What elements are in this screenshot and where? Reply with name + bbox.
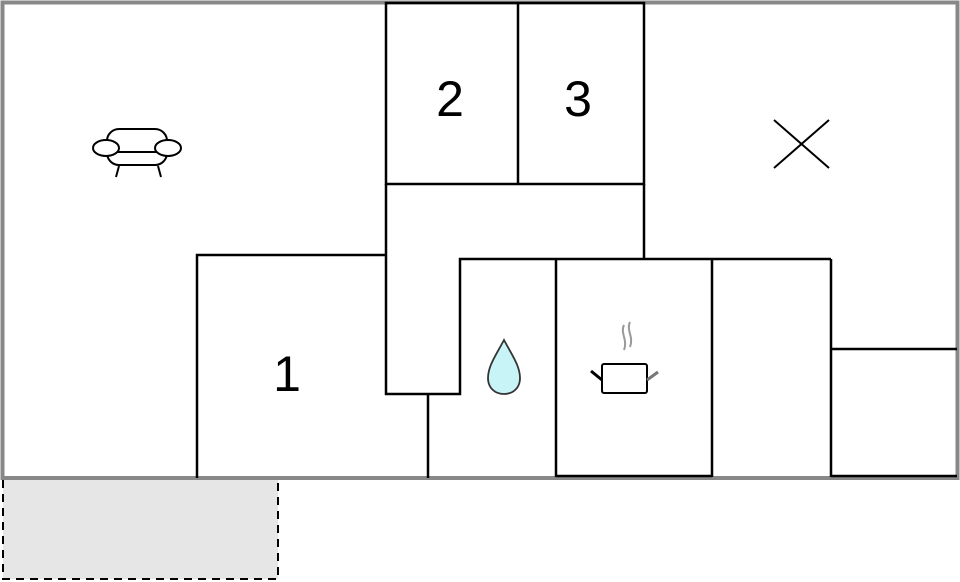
room-1-label: 1 — [273, 346, 301, 402]
outer-wall — [0, 0, 960, 480]
sofa-icon — [92, 128, 182, 178]
room-3-label: 3 — [564, 71, 592, 127]
terrace — [2, 477, 279, 580]
interior-walls — [195, 1, 957, 478]
cooking-pot-icon — [590, 321, 659, 394]
room-2-label: 2 — [436, 71, 464, 127]
water-drop-icon — [487, 338, 521, 395]
cross-icon — [773, 119, 830, 169]
